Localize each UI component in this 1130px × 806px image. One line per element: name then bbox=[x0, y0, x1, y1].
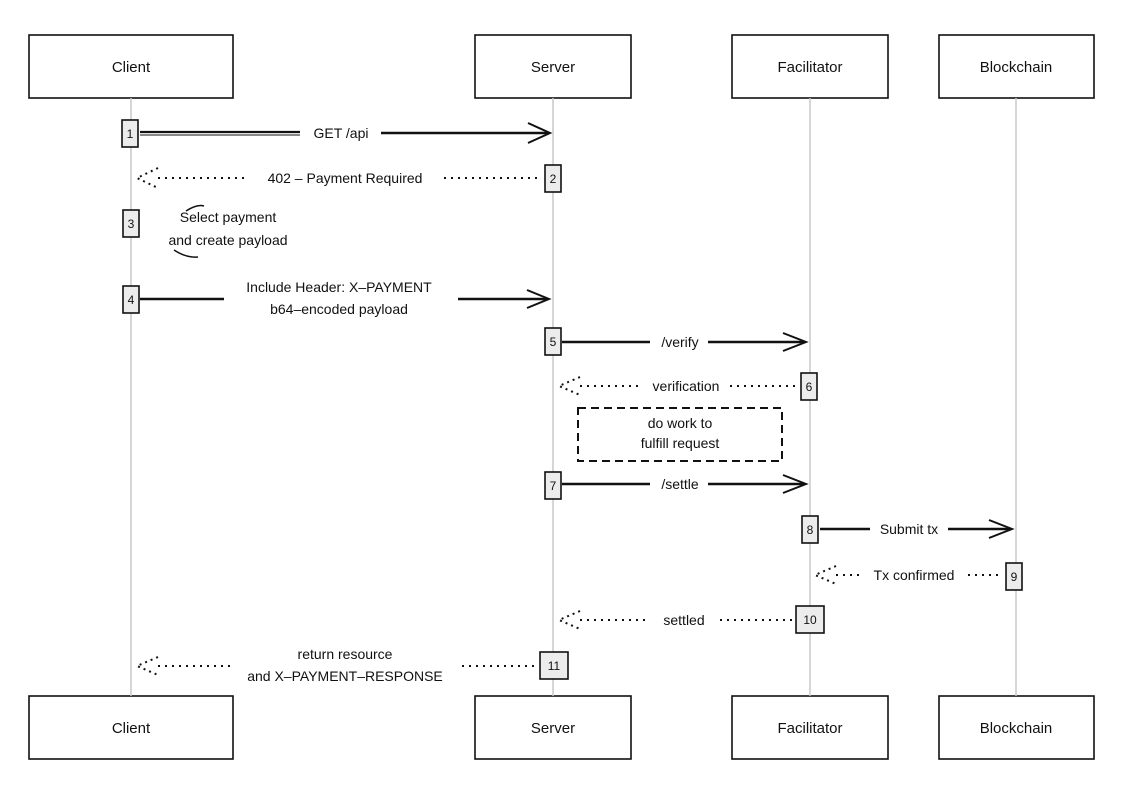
note-label: do work to bbox=[648, 415, 713, 431]
note-box: do work to fulfill request bbox=[577, 407, 783, 462]
participant-label: Blockchain bbox=[980, 720, 1053, 737]
message-label: /settle bbox=[661, 476, 699, 492]
participant-client-bottom: Client bbox=[28, 695, 234, 760]
svg-text:11: 11 bbox=[548, 659, 561, 673]
step-badge-6: 6 bbox=[800, 372, 818, 401]
message-label: Tx confirmed bbox=[874, 567, 955, 583]
step-badge-11: 11 bbox=[539, 651, 569, 680]
svg-text:3: 3 bbox=[128, 217, 135, 231]
participant-server-bottom: Server bbox=[474, 695, 632, 760]
step-badge-1: 1 bbox=[121, 119, 139, 148]
message-7: /settle bbox=[562, 474, 809, 494]
message-label: return resource bbox=[298, 646, 393, 662]
participant-label: Facilitator bbox=[777, 59, 842, 76]
step-badge-9: 9 bbox=[1005, 562, 1023, 591]
message-10: settled bbox=[556, 610, 792, 630]
svg-text:9: 9 bbox=[1011, 570, 1018, 584]
step-badge-7: 7 bbox=[544, 471, 562, 500]
svg-text:6: 6 bbox=[806, 380, 813, 394]
message-label: b64–encoded payload bbox=[270, 301, 408, 317]
step-badge-5: 5 bbox=[544, 327, 562, 356]
message-label: GET /api bbox=[314, 125, 369, 141]
message-2: 402 – Payment Required bbox=[134, 167, 540, 189]
message-label: and X–PAYMENT–RESPONSE bbox=[247, 668, 443, 684]
message-label: verification bbox=[653, 378, 720, 394]
participant-blockchain-top: Blockchain bbox=[938, 34, 1095, 99]
step-badge-8: 8 bbox=[801, 515, 819, 544]
participant-server-top: Server bbox=[474, 34, 632, 99]
message-label: /verify bbox=[661, 334, 698, 350]
participant-facilitator-top: Facilitator bbox=[731, 34, 889, 99]
participant-label: Facilitator bbox=[777, 720, 842, 737]
message-8: Submit tx bbox=[820, 519, 1015, 539]
participant-label: Server bbox=[531, 720, 575, 737]
message-4: Include Header: X–PAYMENT b64–encoded pa… bbox=[140, 279, 552, 317]
message-11: return resource and X–PAYMENT–RESPONSE bbox=[134, 646, 538, 684]
participant-blockchain-bottom: Blockchain bbox=[938, 695, 1095, 760]
step-badge-3: 3 bbox=[122, 209, 140, 238]
participant-label: Client bbox=[112, 59, 151, 76]
participant-label: Server bbox=[531, 59, 575, 76]
step-badge-10: 10 bbox=[795, 605, 825, 634]
message-3: Select payment and create payload bbox=[168, 204, 288, 258]
message-label: Include Header: X–PAYMENT bbox=[246, 279, 432, 295]
step-badge-2: 2 bbox=[544, 164, 562, 193]
message-6: verification bbox=[556, 376, 795, 396]
step-badge-4: 4 bbox=[122, 285, 140, 314]
participant-client-top: Client bbox=[28, 34, 234, 99]
message-label: Select payment bbox=[180, 209, 277, 225]
message-label: settled bbox=[663, 612, 704, 628]
svg-text:8: 8 bbox=[807, 523, 814, 537]
message-5: /verify bbox=[562, 332, 809, 352]
svg-text:2: 2 bbox=[550, 172, 557, 186]
message-label: 402 – Payment Required bbox=[268, 170, 423, 186]
message-label: Submit tx bbox=[880, 521, 938, 537]
svg-text:1: 1 bbox=[127, 127, 134, 141]
svg-text:4: 4 bbox=[128, 293, 135, 307]
message-label: and create payload bbox=[168, 232, 287, 248]
participant-label: Client bbox=[112, 720, 151, 737]
message-1: GET /api bbox=[140, 122, 553, 144]
svg-text:7: 7 bbox=[550, 479, 557, 493]
svg-text:10: 10 bbox=[803, 613, 817, 627]
message-9: Tx confirmed bbox=[812, 565, 1000, 585]
participant-label: Blockchain bbox=[980, 59, 1053, 76]
participant-facilitator-bottom: Facilitator bbox=[731, 695, 889, 760]
svg-text:5: 5 bbox=[550, 335, 557, 349]
note-label: fulfill request bbox=[641, 435, 720, 451]
